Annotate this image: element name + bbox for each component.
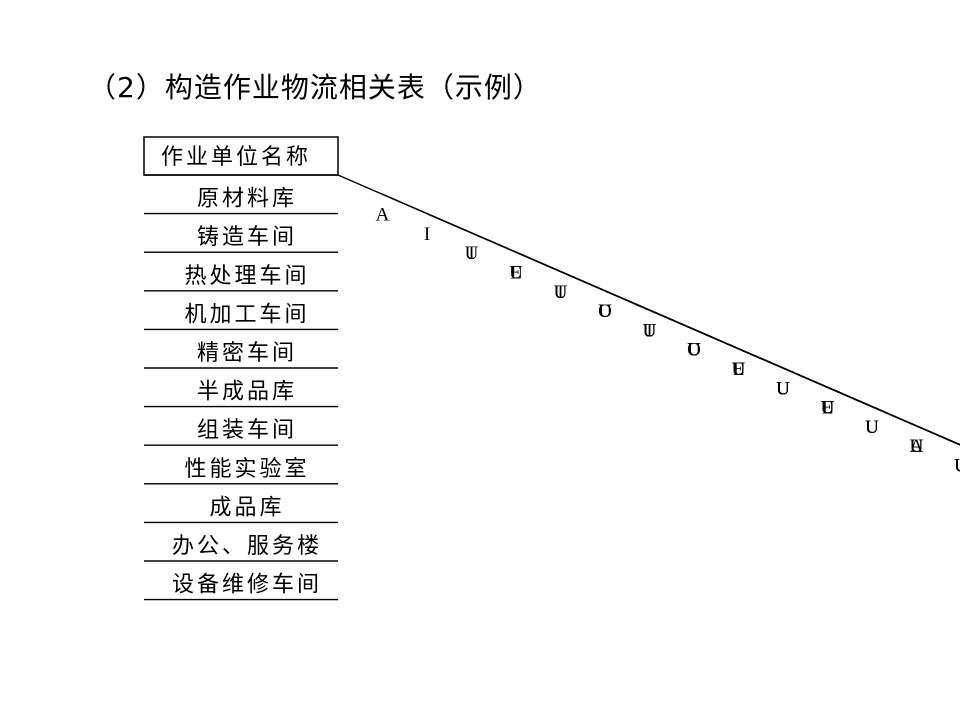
relation-grade: O [598,301,612,322]
relation-grade: U [643,320,657,341]
diagonal-up-line [738,348,960,446]
department-label: 成品库 [209,495,284,520]
relation-grade: U [865,417,879,438]
relation-grade: U [821,398,835,419]
relation-grade: U [910,436,924,457]
relation-grade: U [821,398,835,419]
relation-grade: U [687,340,701,361]
page-title: （2）构造作业物流相关表（示例） [88,71,542,104]
department-label: 组装车间 [197,418,297,443]
relation-grade: U [865,417,879,438]
relation-grade: U [598,301,612,322]
header-box: 作业单位名称 [143,136,339,176]
relation-grade: U [821,398,835,419]
department-label: 铸造车间 [197,225,297,250]
relation-grade: E [822,398,834,419]
relation-grade: U [776,378,790,399]
relation-grade: U [554,282,568,303]
relation-grade: U [465,243,479,264]
relation-grade: I [557,282,563,303]
header-label: 作业单位名称 [161,145,311,170]
relation-grade: U [687,340,701,361]
relation-grade: U [687,340,701,361]
grid-lines [144,174,960,601]
relation-grade: I [468,243,474,264]
relation-grade: U [732,359,746,380]
diagonal-up-line [782,367,960,446]
relation-grade: U [598,301,612,322]
relation-grade: U [509,263,523,284]
relation-grade: U [732,359,746,380]
relation-grade: U [865,417,879,438]
relation-grade: U [554,282,568,303]
department-label: 设备维修车间 [172,573,322,598]
relation-cells: AIIUUUUUUUUEUUUUUUUIOUUUUUUIOUUUUUEUUUUU… [376,205,960,477]
department-label: 办公、服务楼 [172,534,322,559]
relation-grade: E [510,263,522,284]
relation-grade: U [732,359,746,380]
relation-grade: U [776,378,790,399]
department-labels: 原材料库铸造车间热处理车间机加工车间精密车间半成品库组装车间性能实验室成品库办公… [172,187,322,598]
relation-grade: E [733,359,745,380]
relation-grade: U [954,456,960,477]
relation-grade: U [865,417,879,438]
relation-grade: U [776,378,790,399]
department-label: 热处理车间 [184,264,309,289]
relation-grade: U [643,320,657,341]
department-label: 性能实验室 [184,457,309,482]
department-label: 机加工车间 [184,302,309,327]
relation-grade: U [776,378,790,399]
relation-grade: U [954,456,960,477]
relation-grade: U [732,359,746,380]
relation-grade: A [910,436,924,457]
relation-grade: U [776,378,790,399]
relation-grade: U [910,436,924,457]
department-label: 精密车间 [197,341,297,366]
relation-grade: U [910,436,924,457]
relation-grade: I [424,224,430,245]
diagonal-up-line [382,193,428,215]
relation-grade: A [376,205,390,226]
relation-grade: U [954,456,960,477]
diagonal-up-line [827,386,960,446]
relation-grade: I [646,320,652,341]
department-label: 原材料库 [197,187,297,212]
relation-grade: U [821,398,835,419]
relation-grade: U [643,320,657,341]
department-label: 半成品库 [197,380,297,405]
relation-grade: O [687,340,701,361]
